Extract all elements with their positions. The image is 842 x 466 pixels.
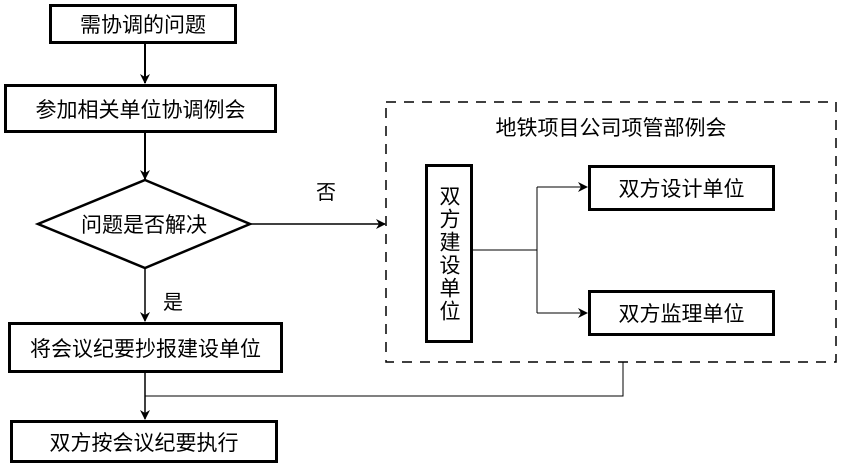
design-node-label: 双方设计单位 bbox=[618, 177, 745, 201]
supervision-node: 双方监理单位 bbox=[588, 290, 775, 336]
no-label: 否 bbox=[316, 180, 336, 204]
yes-label: 是 bbox=[163, 290, 183, 314]
escalation-group-title: 地铁项目公司项管部例会 bbox=[495, 116, 727, 140]
execute-node-label: 双方按会议纪要执行 bbox=[49, 430, 239, 455]
supervision-node-label: 双方监理单位 bbox=[618, 302, 745, 326]
owner-node: 双方建设单位 bbox=[425, 164, 473, 343]
group-return-line bbox=[145, 362, 624, 397]
escalation-group-border bbox=[385, 101, 837, 363]
meeting-node-label: 参加相关单位协调例会 bbox=[35, 97, 246, 122]
report-node: 将会议纪要抄报建设单位 bbox=[8, 322, 283, 373]
report-node-label: 将会议纪要抄报建设单位 bbox=[30, 336, 261, 361]
decision-node-label: 问题是否解决 bbox=[81, 213, 207, 237]
execute-node: 双方按会议纪要执行 bbox=[10, 420, 278, 463]
meeting-node: 参加相关单位协调例会 bbox=[4, 84, 277, 133]
owner-node-label: 双方建设单位 bbox=[437, 184, 461, 323]
start-node-label: 需协调的问题 bbox=[80, 13, 206, 37]
design-node: 双方设计单位 bbox=[588, 165, 775, 211]
start-node: 需协调的问题 bbox=[49, 4, 237, 44]
